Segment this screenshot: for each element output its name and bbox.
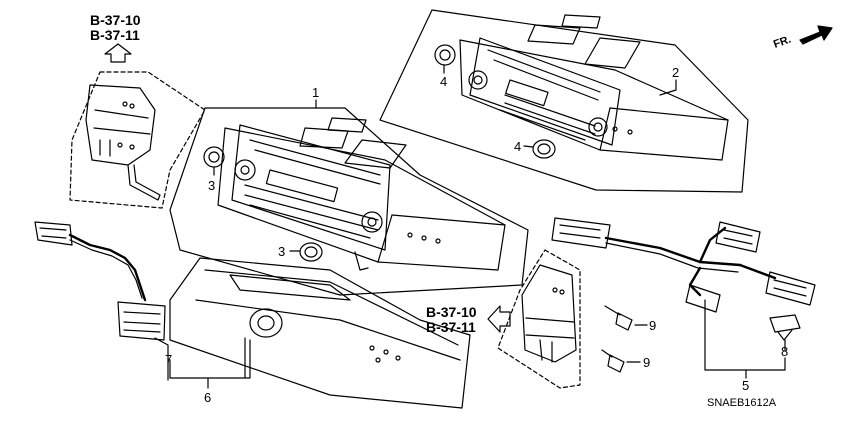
upper-pad-a xyxy=(561,14,601,29)
part-number-8: 8 xyxy=(781,344,788,359)
main-pad-b xyxy=(299,127,349,149)
reference-top-left-line2: B-37-11 xyxy=(90,27,140,43)
front-label: FR. xyxy=(772,33,793,50)
upper-pad-b xyxy=(527,24,581,45)
part-number-3-upper: 3 xyxy=(208,178,215,193)
part-number-9-upper: 9 xyxy=(649,318,656,333)
knob-3-lower xyxy=(289,242,323,262)
left-bracket-group xyxy=(69,71,206,209)
left-arrow-icon xyxy=(487,305,511,333)
reference-top-left: B-37-10 B-37-11 xyxy=(90,12,141,63)
left-harness xyxy=(34,221,169,381)
reference-top-left-line1: B-37-10 xyxy=(90,12,141,28)
part-number-7: 7 xyxy=(165,352,172,367)
part-number-5: 5 xyxy=(742,378,749,393)
up-arrow-icon xyxy=(104,43,132,63)
main-audio-group xyxy=(169,107,529,296)
upper-audio-group xyxy=(379,9,749,193)
part-number-4-upper: 4 xyxy=(440,74,447,89)
knob-3-upper xyxy=(203,146,225,176)
right-bracket-dashed-outline xyxy=(497,249,581,389)
reference-mid-right-line2: B-37-11 xyxy=(426,319,476,335)
screw-9-lower xyxy=(601,349,641,373)
main-bezel xyxy=(217,127,506,271)
part-number-1: 1 xyxy=(312,85,319,100)
front-arrow-icon xyxy=(799,25,833,45)
reference-mid-right: B-37-10 B-37-11 xyxy=(426,304,511,335)
screw-9-upper xyxy=(604,305,648,331)
main-pad-a xyxy=(327,117,367,133)
knob-4-lower xyxy=(523,139,556,159)
reference-mid-right-line1: B-37-10 xyxy=(426,304,477,320)
clip-8 xyxy=(769,314,801,351)
lower-faceplate xyxy=(169,257,471,409)
part-number-3-lower: 3 xyxy=(278,244,285,259)
main-radio-unit xyxy=(231,124,441,271)
part-number-4-lower: 4 xyxy=(514,139,521,154)
part-number-labels: 1 2 3 3 4 4 5 6 7 8 9 9 xyxy=(165,65,788,405)
upper-radio-unit xyxy=(468,37,633,146)
left-bracket-dashed-outline xyxy=(69,71,206,209)
right-bracket-group xyxy=(497,249,581,389)
knob-4-upper xyxy=(434,44,456,74)
main-pad-c xyxy=(344,139,407,169)
part-number-2: 2 xyxy=(672,65,679,80)
left-bracket xyxy=(85,84,161,201)
main-group-outline xyxy=(169,107,529,296)
leader-lines xyxy=(169,79,747,389)
front-orientation-indicator: FR. xyxy=(772,25,833,51)
diagram-code: SNAEB1612A xyxy=(707,397,777,409)
right-bracket xyxy=(521,264,577,363)
part-number-9-lower: 9 xyxy=(643,355,650,370)
part-number-6: 6 xyxy=(204,390,211,405)
upper-bezel xyxy=(459,39,729,161)
upper-group-outline xyxy=(379,9,749,193)
upper-pad-c xyxy=(584,37,641,69)
right-harness xyxy=(551,217,816,371)
